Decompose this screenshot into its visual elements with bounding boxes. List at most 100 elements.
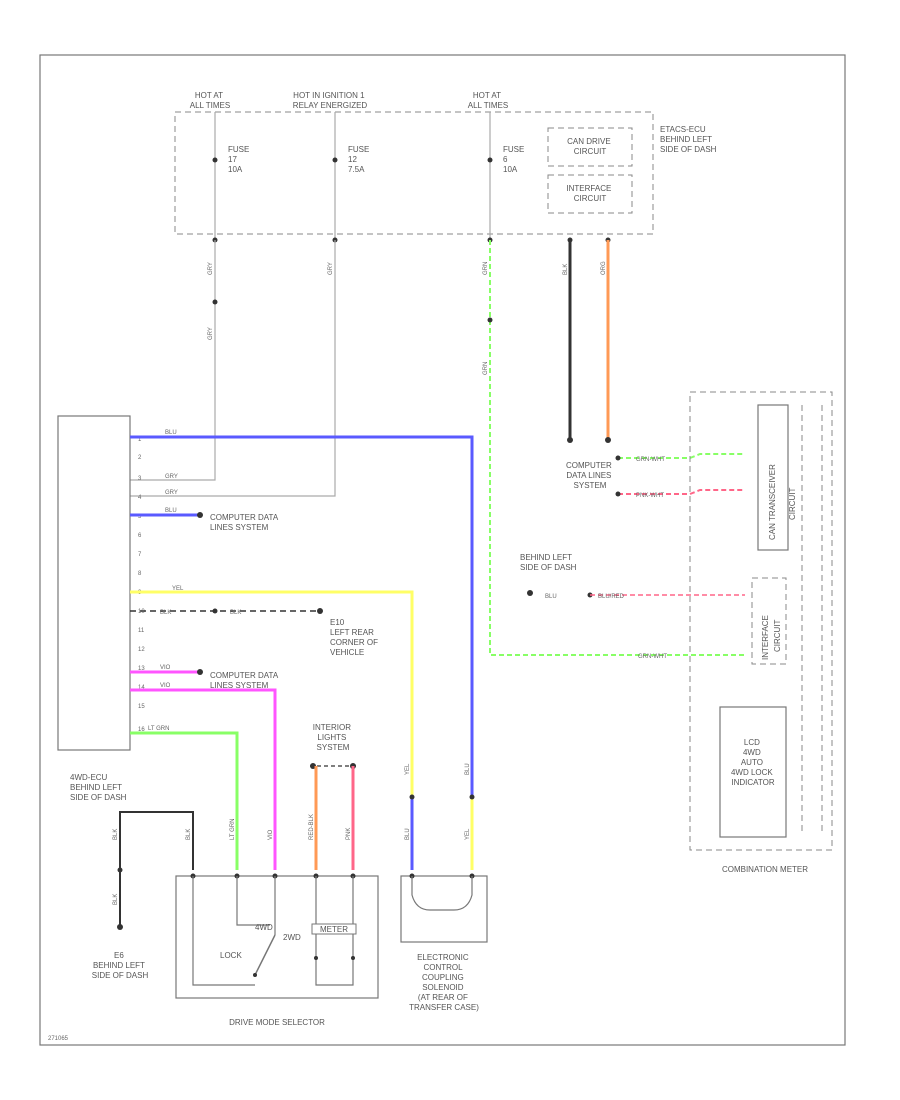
combination-meter-label: COMBINATION METER <box>722 865 808 874</box>
etacs-ecu-label: ETACS-ECU BEHIND LEFT SIDE OF DASH <box>660 125 717 154</box>
can-transceiver-circuit: CIRCUIT <box>788 487 797 520</box>
ecu-pin-14: 14 <box>138 685 145 691</box>
interior-lights-label: INTERIOR LIGHTS SYSTEM <box>313 723 353 752</box>
wire-grn-fuse6 <box>489 240 745 656</box>
wire-label-red-blk: RED-BLK <box>309 814 315 840</box>
ecu-wire-blu-5: BLU <box>165 508 177 514</box>
wire-label-lt-grn: LT GRN <box>230 819 236 840</box>
splice-blu-coupling <box>409 794 415 800</box>
wire-label-grn-b: GRN <box>483 362 489 375</box>
can-transceiver-label: CAN TRANSCEIVER <box>768 464 777 540</box>
dms-illum-dot-2 <box>351 956 355 960</box>
wire-label-gry-c: GRY <box>328 262 334 275</box>
splice-e6 <box>117 867 123 873</box>
behind-left-dash-label: BEHIND LEFT SIDE OF DASH <box>520 553 577 572</box>
ecu-wire-blk-10: BLK <box>160 610 171 616</box>
4wd-ecu-label: 4WD-ECU BEHIND LEFT SIDE OF DASH <box>70 773 127 802</box>
ecu-pin-6: 6 <box>138 533 142 539</box>
fuse-6-dot <box>487 157 493 163</box>
wire-label-blu-small: BLU <box>545 594 557 600</box>
wire-label-org: ORG <box>601 261 607 275</box>
lcd-indicator-box <box>719 706 787 838</box>
4wd-ecu-box <box>57 415 131 751</box>
wire-label-pnk-wht: PNK-WHT <box>636 493 664 499</box>
terminal-org <box>605 437 611 443</box>
comp-data-lines-2: COMPUTER DATA LINES SYSTEM <box>210 671 280 690</box>
fuse-12-label: FUSE 12 7.5A <box>348 145 372 174</box>
hot-at-all-times-3: HOT AT ALL TIMES <box>468 91 508 110</box>
comp-data-lines-1: COMPUTER DATA LINES SYSTEM <box>210 513 280 532</box>
hot-in-ignition-label: HOT IN IGNITION 1 RELAY ENERGIZED <box>293 91 368 110</box>
wire-grn-wht <box>618 453 745 459</box>
dms-meter-label: METER <box>320 925 348 934</box>
wire-label-blu-b: BLU <box>405 828 411 840</box>
wire-label-yel-b: YEL <box>465 828 471 840</box>
terminal-pin13 <box>197 669 203 675</box>
dms-meter-box <box>311 923 357 935</box>
ground-e6-label: E6 BEHIND LEFT SIDE OF DASH <box>92 951 149 980</box>
wire-label-yel-a: YEL <box>405 763 411 775</box>
diagram-id: 271065 <box>48 1036 69 1042</box>
ecu-wire-blu-1: BLU <box>165 430 177 436</box>
ecu-pin-3: 3 <box>138 476 142 482</box>
ecu-pin-10: 10 <box>138 609 145 615</box>
wire-label-blu-red: BLU/RED <box>598 594 625 600</box>
wire-blk-ground-e6 <box>119 811 194 925</box>
drive-mode-selector-label: DRIVE MODE SELECTOR <box>229 1018 325 1027</box>
ecu-pin-11: 11 <box>138 628 145 634</box>
wire-label-blk-b: BLK <box>113 829 119 840</box>
wire-label-blk: BLK <box>563 264 569 275</box>
ecu-pin-labels: 1 2 3 4 5 6 7 8 9 10 11 12 13 14 15 16 <box>138 437 145 733</box>
terminal-pin5 <box>197 512 203 518</box>
wire-label-pnk: PNK <box>346 828 352 840</box>
can-drive-circuit-label: CAN DRIVE CIRCUIT <box>567 137 613 156</box>
wire-label-blk-d: BLK <box>186 829 192 840</box>
fuse-17-dot <box>212 157 218 163</box>
combination-meter-box <box>689 391 833 851</box>
dms-2wd-label: 2WD <box>283 933 301 942</box>
ecu-wire-gry-3: GRY <box>165 474 178 480</box>
ground-e6 <box>117 924 123 930</box>
wire-label-vio: VIO <box>268 829 274 840</box>
ground-e10 <box>317 608 323 614</box>
coupling-coil <box>411 876 473 911</box>
comp-data-lines-3: COMPUTER DATA LINES SYSTEM <box>566 461 614 490</box>
dms-internal-4wd <box>236 876 270 926</box>
fuse-12-dot <box>332 157 338 163</box>
terminal-pnk-wht <box>615 491 621 497</box>
diagram-frame <box>39 54 846 1046</box>
ecu-pin-8: 8 <box>138 571 142 577</box>
hot-at-all-times-1: HOT AT ALL TIMES <box>190 91 230 110</box>
wire-label-gry-a: GRY <box>208 262 214 275</box>
coupling-solenoid-label: ELECTRONIC CONTROL COUPLING SOLENOID (AT… <box>409 953 479 1012</box>
ecu-wire-gry-4: GRY <box>165 490 178 496</box>
interface-circuit-label: INTERFACE CIRCUIT <box>566 184 613 203</box>
splice-gry-1 <box>212 299 218 305</box>
ecu-pin-13: 13 <box>138 666 145 672</box>
wire-yel-pin9 <box>130 590 414 795</box>
ecu-pin-4: 4 <box>138 495 142 501</box>
fuse-6-label: FUSE 6 10A <box>503 145 527 174</box>
ecu-wire-yel-9: YEL <box>172 586 184 592</box>
dms-switch-pivot <box>253 973 257 977</box>
splice-blk-pin10 <box>212 608 218 614</box>
ecu-pin-16: 16 <box>138 727 145 733</box>
ecu-wire-ltgrn-16: LT GRN <box>148 726 169 732</box>
can-drive-circuit-box <box>547 127 633 167</box>
wire-label-grn-a: GRN <box>483 262 489 275</box>
wire-label-gry-b: GRY <box>208 327 214 340</box>
wire-label-blk-c: BLK <box>113 894 119 905</box>
dms-switch-lever <box>254 934 276 976</box>
dms-internal-ground <box>192 876 255 986</box>
splice-yel-coupling <box>469 794 475 800</box>
ecu-wire-vio-14: VIO <box>160 683 171 689</box>
ground-e10-label: E10 LEFT REAR CORNER OF VEHICLE <box>330 618 380 657</box>
ecu-pin-15: 15 <box>138 704 145 710</box>
terminal-grn-wht <box>615 455 621 461</box>
wire-gry-fuse12 <box>130 240 336 497</box>
ecu-pin-1: 1 <box>138 437 142 443</box>
ecu-pin-2: 2 <box>138 455 142 461</box>
etacs-ecu-box <box>174 111 654 235</box>
ecu-pin-7: 7 <box>138 552 142 558</box>
